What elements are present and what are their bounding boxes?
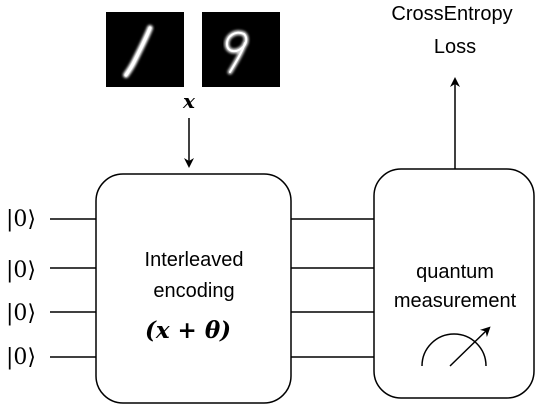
input-wires xyxy=(50,218,96,358)
qubit-label-1: |0⟩ xyxy=(6,207,36,232)
mnist-digit-1-image xyxy=(106,12,184,87)
mnist-digit-9-image xyxy=(202,12,280,87)
middle-wires xyxy=(291,218,374,358)
input-variable-label: x xyxy=(182,89,196,113)
encoding-formula: (x + θ) xyxy=(145,317,231,344)
measurement-line-1: quantum xyxy=(416,261,494,283)
output-line-1: CrossEntropy xyxy=(391,3,512,25)
encoding-block xyxy=(95,173,292,404)
encoding-line-2: encoding xyxy=(153,280,234,302)
qubit-label-4: |0⟩ xyxy=(6,345,36,370)
measurement-block xyxy=(373,168,535,399)
qubit-labels: |0⟩ |0⟩ |0⟩ |0⟩ xyxy=(6,207,36,370)
measurement-line-2: measurement xyxy=(394,290,517,312)
meter-icon xyxy=(421,326,491,367)
qubit-label-2: |0⟩ xyxy=(6,258,36,283)
output-line-2: Loss xyxy=(434,36,476,58)
encoding-line-1: Interleaved xyxy=(145,249,244,271)
qubit-label-3: |0⟩ xyxy=(6,301,36,326)
input-images xyxy=(106,12,280,87)
